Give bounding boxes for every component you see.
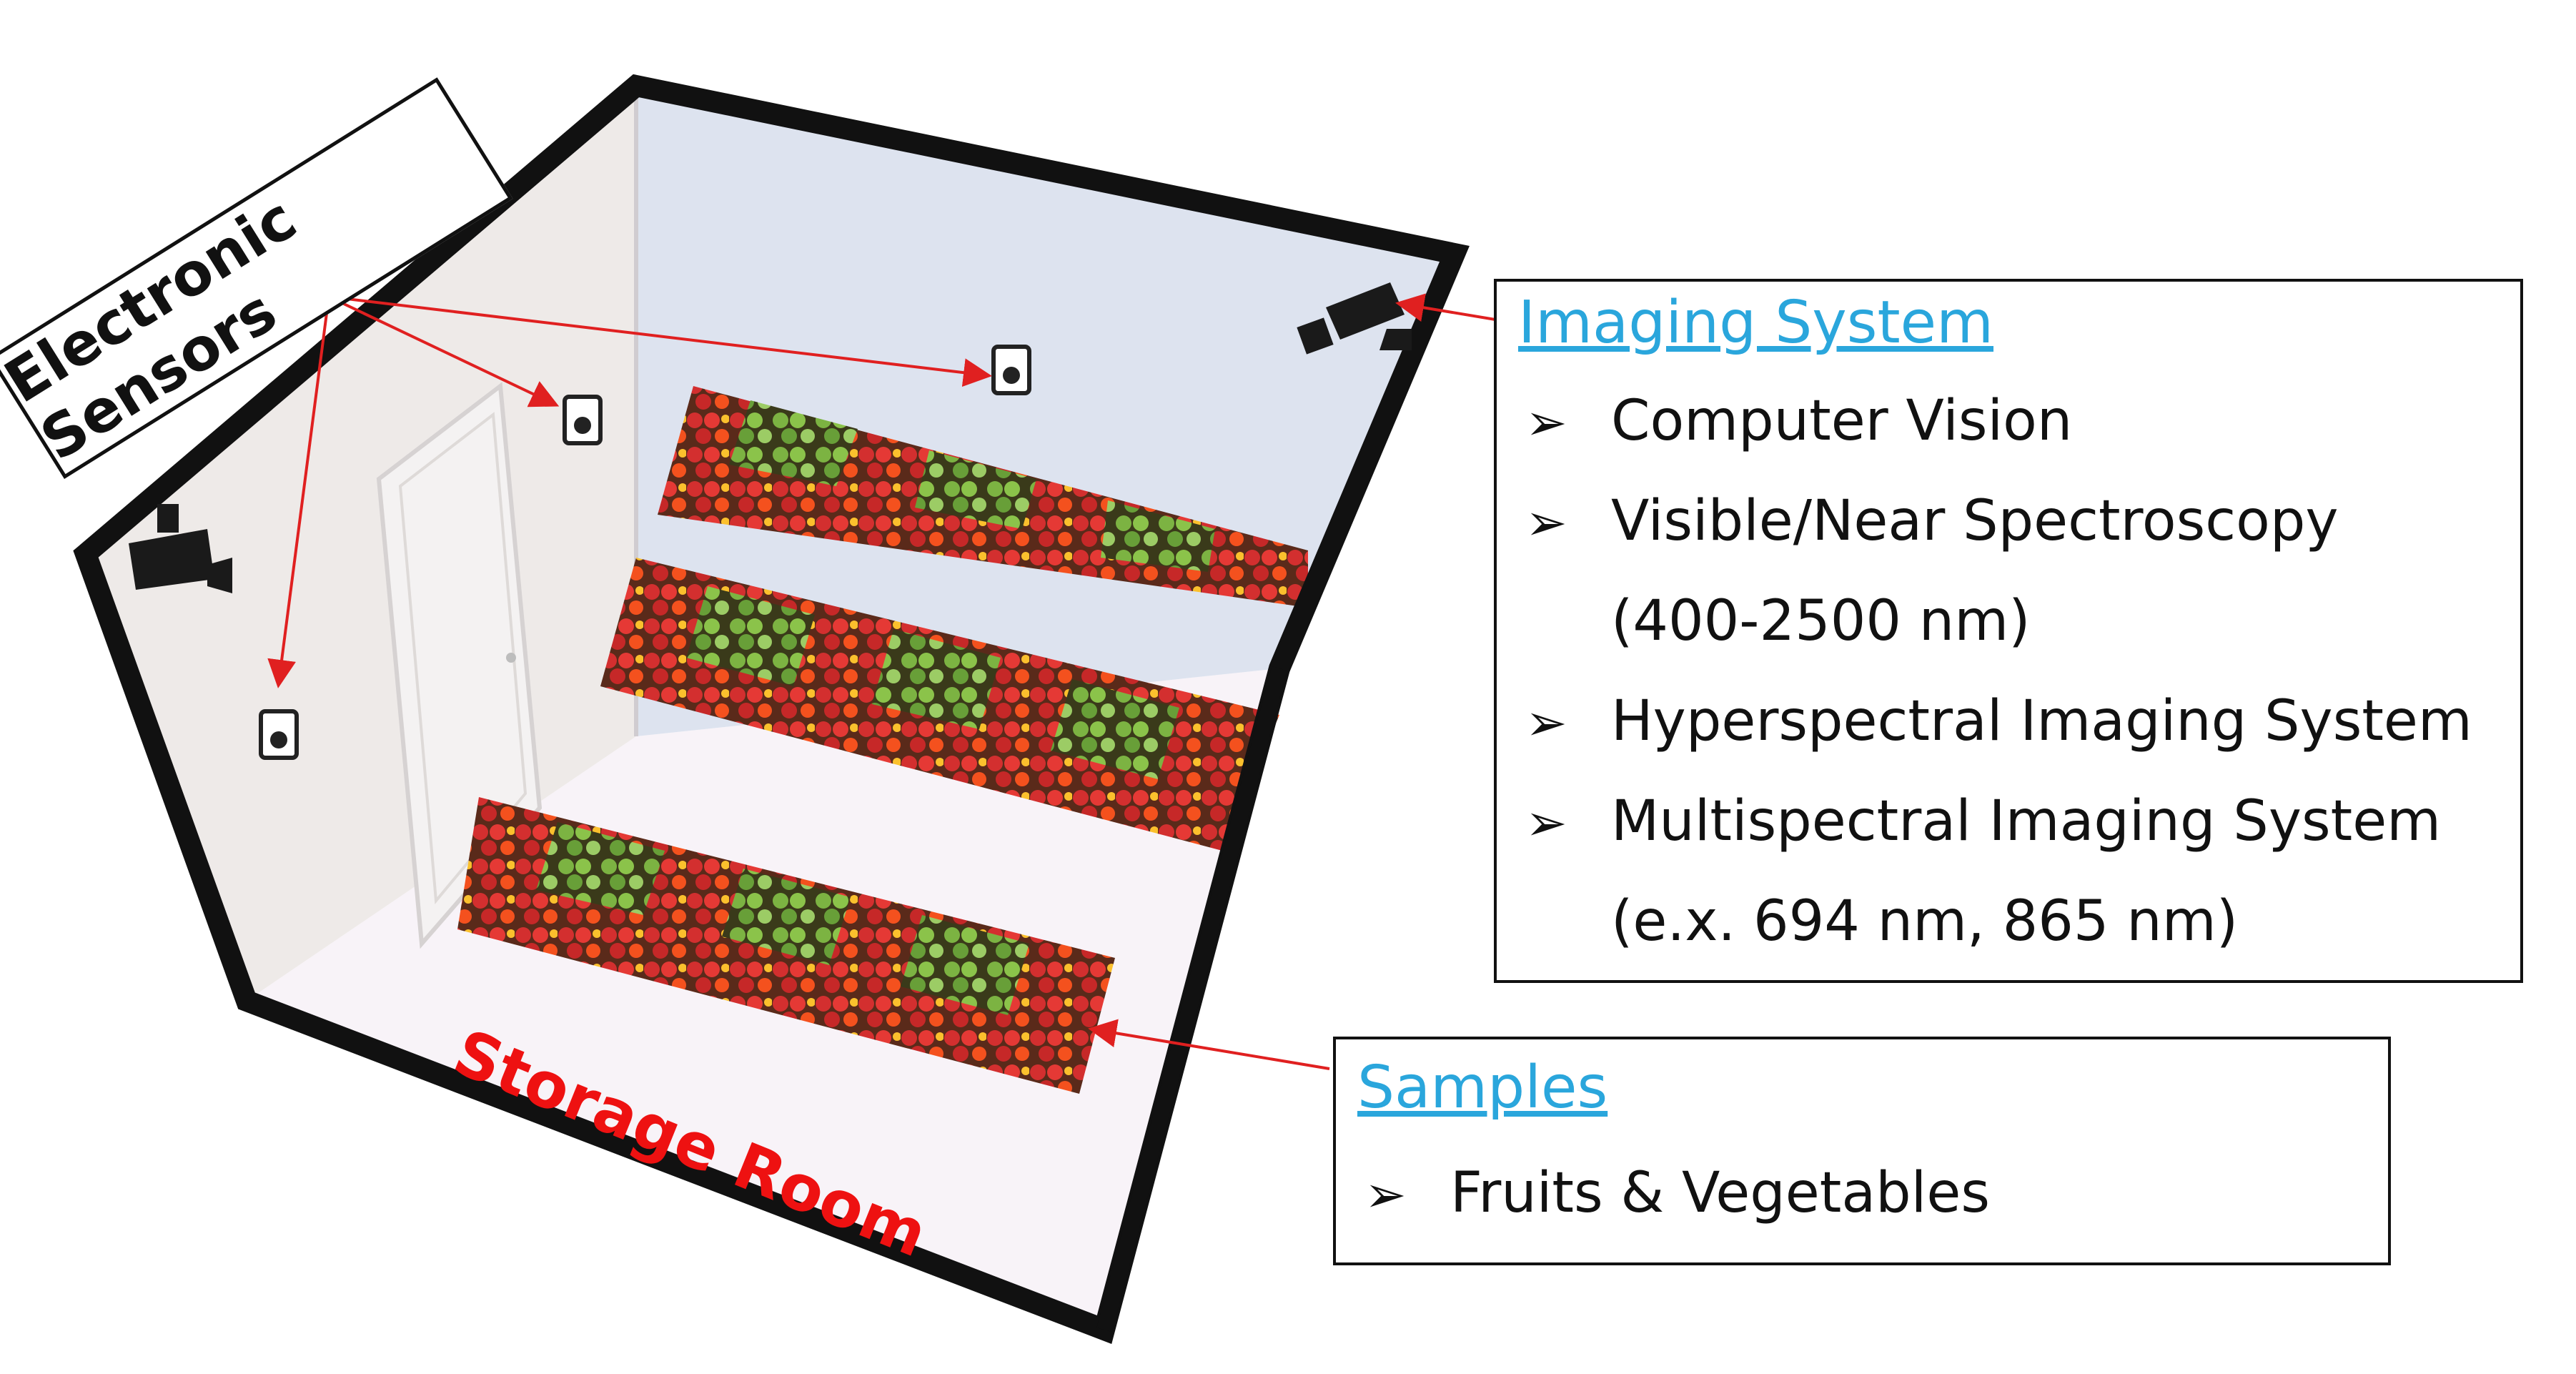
bullet-arrow-icon: ➢	[1525, 393, 1567, 452]
camera-icon-left	[129, 504, 232, 593]
bullet-arrow-icon: ➢	[1525, 794, 1567, 852]
imaging-item-spectroscopy: ➢Visible/Near Spectroscopy	[1525, 489, 2339, 553]
camera-icon-right	[1297, 282, 1412, 355]
imaging-system-title: Imaging System	[1518, 289, 1994, 357]
samples-title: Samples	[1357, 1054, 1608, 1122]
samples-arrow	[1088, 1019, 1330, 1070]
samples-item-fruits-vegetables: ➢Fruits & Vegetables	[1364, 1161, 1990, 1225]
imaging-item-computer-vision: ➢Computer Vision	[1525, 389, 2073, 453]
sensor-icon-lower-left	[259, 709, 299, 760]
sensor-icon-left-wall	[563, 395, 603, 445]
sensor-arrows	[267, 295, 992, 688]
bullet-arrow-icon: ➢	[1525, 493, 1567, 552]
produce-row-back	[658, 386, 1308, 608]
samples-box: Samples ➢Fruits & Vegetables	[1333, 1037, 2391, 1265]
bullet-arrow-icon: ➢	[1364, 1165, 1407, 1224]
spectroscopy-range-label: (400-2500 nm)	[1611, 589, 2031, 653]
imaging-item-multispectral: ➢Multispectral Imaging System	[1525, 789, 2442, 854]
produce-row-middle	[600, 558, 1279, 851]
produce-row-front	[457, 797, 1115, 1094]
sensor-icon-back-wall	[991, 345, 1031, 395]
imaging-system-box: Imaging System ➢Computer Vision ➢Visible…	[1494, 279, 2523, 983]
bullet-arrow-icon: ➢	[1525, 693, 1567, 752]
multispectral-wavelength-label: (e.x. 694 nm, 865 nm)	[1611, 889, 2239, 954]
imaging-arrow	[1395, 293, 1509, 323]
imaging-item-hyperspectral: ➢Hyperspectral Imaging System	[1525, 689, 2472, 753]
